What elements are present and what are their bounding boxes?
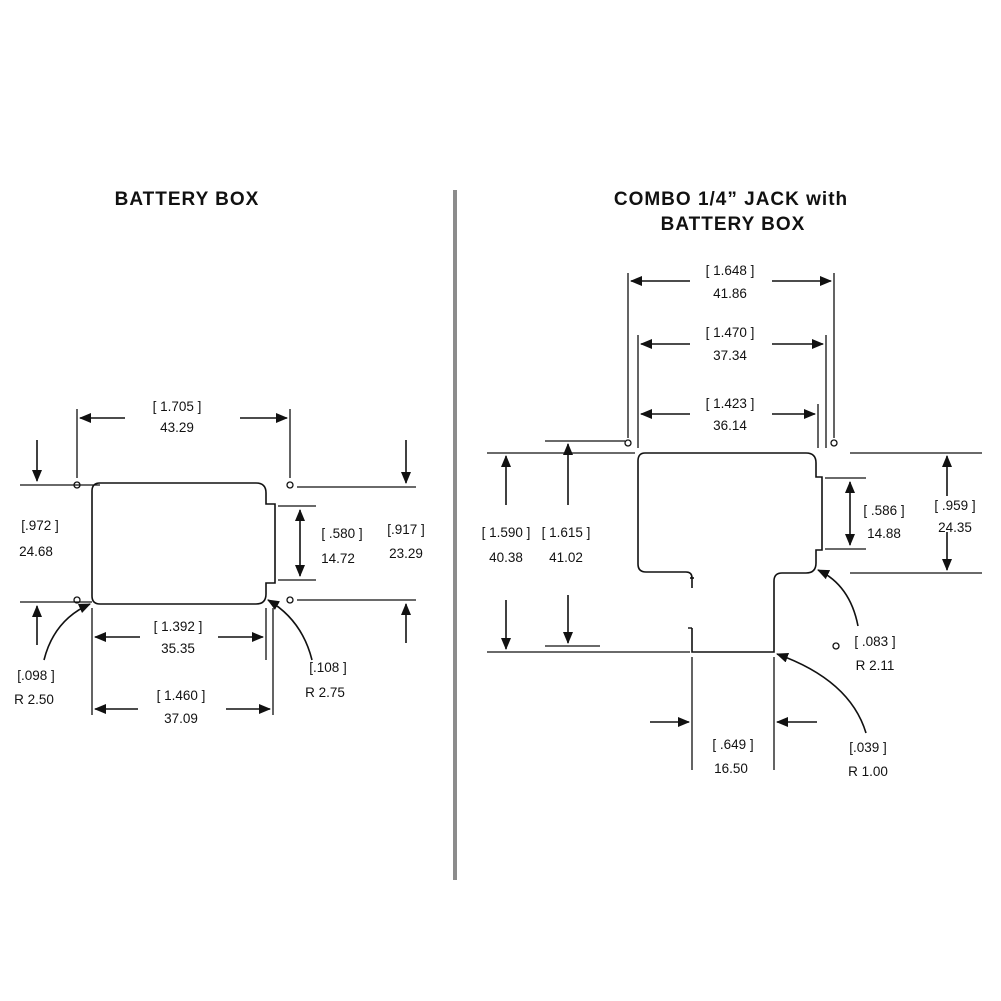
svg-text:[ .959 ]: [ .959 ] xyxy=(934,498,975,513)
combo-title-line2: BATTERY BOX xyxy=(661,214,806,235)
svg-text:[ 1.460 ]: [ 1.460 ] xyxy=(157,688,206,703)
svg-text:16.50: 16.50 xyxy=(714,761,748,776)
dim-width-top: [ 1.705 ] 43.29 xyxy=(76,399,291,478)
dim-w1: [ 1.648 ] 41.86 xyxy=(627,263,835,438)
combo-title-line1: COMBO 1/4” JACK with xyxy=(614,189,848,210)
svg-text:41.86: 41.86 xyxy=(713,286,747,301)
combo-jack-diagram: COMBO 1/4” JACK with BATTERY BOX [ 1.648… xyxy=(482,189,982,779)
dim-width-inner: [ 1.392 ] 35.35 xyxy=(91,608,267,715)
battery-box-diagram: BATTERY BOX [ 1.705 ] 43.29 [.972 ] 24.6… xyxy=(14,189,425,726)
dim-height-right: [.917 ] 23.29 xyxy=(297,440,425,643)
svg-text:R 2.11: R 2.11 xyxy=(856,658,895,673)
dim-radius-left: [.098 ] R 2.50 xyxy=(14,603,91,707)
svg-text:[ 1.470 ]: [ 1.470 ] xyxy=(706,325,755,340)
dim-width-bottom: [ 1.460 ] 37.09 xyxy=(94,608,274,726)
svg-text:14.88: 14.88 xyxy=(867,526,901,541)
svg-text:37.34: 37.34 xyxy=(713,348,747,363)
svg-text:[ 1.648 ]: [ 1.648 ] xyxy=(706,263,755,278)
dim-radius-right: [.108 ] R 2.75 xyxy=(267,599,347,700)
dim-h3: [ .959 ] 24.35 xyxy=(850,452,982,574)
svg-text:R 1.00: R 1.00 xyxy=(848,764,888,779)
battery-box-outline xyxy=(91,482,276,605)
svg-text:R 2.50: R 2.50 xyxy=(14,692,54,707)
svg-text:[.917 ]: [.917 ] xyxy=(387,522,425,537)
svg-text:[ .649 ]: [ .649 ] xyxy=(712,737,753,752)
corner-hole-bottom-right xyxy=(286,596,294,604)
battery-box-title: BATTERY BOX xyxy=(115,189,260,210)
svg-text:R 2.75: R 2.75 xyxy=(305,685,345,700)
svg-text:[ 1.615 ]: [ 1.615 ] xyxy=(542,525,591,540)
dim-notch: [ .586 ] 14.88 xyxy=(825,477,905,550)
dim-jack-width: [ .649 ] 16.50 xyxy=(650,657,817,776)
corner-hole-bottom-right xyxy=(832,642,840,650)
corner-hole-top-right xyxy=(286,481,294,489)
svg-text:24.68: 24.68 xyxy=(19,544,53,559)
svg-text:43.29: 43.29 xyxy=(160,420,194,435)
svg-text:37.09: 37.09 xyxy=(164,711,198,726)
corner-hole-top-left xyxy=(624,439,632,447)
svg-text:[.972 ]: [.972 ] xyxy=(21,518,59,533)
svg-text:24.35: 24.35 xyxy=(938,520,972,535)
svg-text:[.098 ]: [.098 ] xyxy=(17,668,55,683)
corner-hole-top-right xyxy=(830,439,838,447)
svg-text:41.02: 41.02 xyxy=(549,550,583,565)
svg-text:[.039 ]: [.039 ] xyxy=(849,740,887,755)
corner-hole-bottom-left xyxy=(73,596,81,604)
svg-text:[ 1.423 ]: [ 1.423 ] xyxy=(706,396,755,411)
svg-text:[ .083 ]: [ .083 ] xyxy=(854,634,895,649)
dim-w2: [ 1.470 ] 37.34 xyxy=(637,325,827,448)
svg-text:[ 1.590 ]: [ 1.590 ] xyxy=(482,525,531,540)
svg-text:40.38: 40.38 xyxy=(489,550,523,565)
svg-text:[.108 ]: [.108 ] xyxy=(309,660,347,675)
svg-text:[ .580 ]: [ .580 ] xyxy=(321,526,362,541)
svg-text:35.35: 35.35 xyxy=(161,641,195,656)
svg-text:14.72: 14.72 xyxy=(321,551,355,566)
dim-h1-h2: [ 1.590 ] 40.38 [ 1.615 ] 41.02 xyxy=(482,440,690,653)
svg-text:23.29: 23.29 xyxy=(389,546,423,561)
dim-radius-r2: [.039 ] R 1.00 xyxy=(776,652,888,779)
svg-text:36.14: 36.14 xyxy=(713,418,747,433)
dim-height-outer: [.972 ] 24.68 xyxy=(19,440,100,645)
svg-text:[ 1.705 ]: [ 1.705 ] xyxy=(153,399,202,414)
dim-radius-r1: [ .083 ] R 2.11 xyxy=(817,569,896,673)
combo-outline xyxy=(637,452,823,653)
svg-text:[ 1.392 ]: [ 1.392 ] xyxy=(154,619,203,634)
dim-w3: [ 1.423 ] 36.14 xyxy=(640,396,819,448)
dim-notch: [ .580 ] 14.72 xyxy=(278,505,363,581)
svg-text:[ .586 ]: [ .586 ] xyxy=(863,503,904,518)
